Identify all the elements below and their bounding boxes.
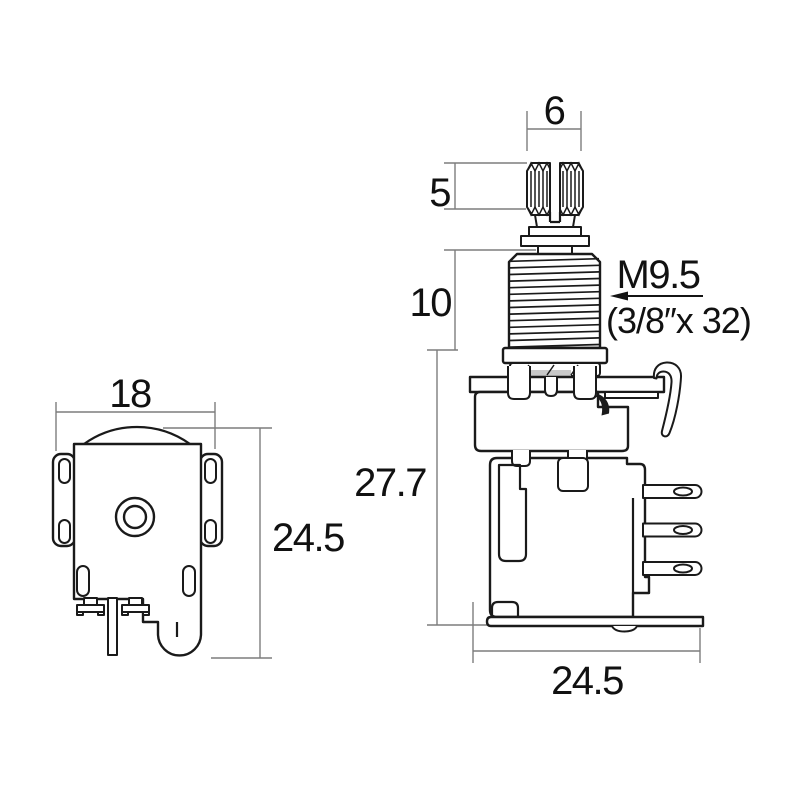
solder-lug-left [76, 597, 105, 616]
shaft-slot-gap [549, 212, 561, 222]
switch-plunger-channel [497, 463, 528, 563]
dim-label-back-height: 24.5 [272, 516, 344, 560]
terminal-hole [673, 525, 693, 535]
ear-slot [58, 519, 71, 544]
dimension-labels: 18 24.5 6 5 10 27.7 24.5 M9.5 (3/8″x 32) [109, 89, 752, 703]
casing-claw-tab-left [507, 366, 531, 400]
lug-toe [97, 611, 105, 616]
lug-foot [76, 604, 105, 613]
shaft-slot [548, 212, 562, 224]
housing-dome-arc [83, 425, 191, 445]
back-view [51, 425, 224, 657]
center-hold-tab [544, 377, 558, 397]
center-pin [107, 597, 118, 656]
thread-spec-metric: M9.5 [617, 253, 700, 297]
switch-base-detail [490, 600, 520, 617]
thread-lines [509, 257, 600, 348]
dim-label-shaft-width: 6 [544, 89, 565, 133]
bushing-base-flange [501, 346, 609, 365]
dim-label-side-height: 27.7 [354, 461, 426, 505]
rivet-slot-left [76, 565, 90, 597]
back-plate-body [72, 442, 203, 657]
knurl-texture [526, 161, 584, 217]
casing-claw-tab-right [573, 366, 597, 400]
shaft-collar-1 [528, 226, 582, 237]
washer-shadow [531, 370, 571, 376]
ear-slot [58, 458, 71, 484]
dim-label-base-width: 24.5 [551, 659, 623, 703]
leader-arrowhead-icon [610, 291, 628, 301]
can-to-switch-tab [511, 450, 531, 467]
top-mounting-plate [468, 375, 666, 394]
ear-slot [204, 458, 217, 484]
lug-toe [142, 611, 150, 616]
base-bracket-plate [485, 615, 705, 628]
switch-inner-pocket [557, 457, 589, 492]
dimension-annotations [55, 111, 703, 663]
ground-spring-wire [652, 361, 683, 438]
dim-label-bushing-length: 10 [410, 281, 452, 325]
bent-tab-edge [595, 394, 610, 416]
thread-spec-imperial: (3/8″x 32) [606, 300, 751, 341]
side-view [468, 161, 705, 633]
shaft-collar-2 [520, 235, 590, 247]
dim-label-back-width: 18 [109, 372, 151, 416]
ground-tab-bar [604, 391, 659, 399]
rivet-slot-right [182, 565, 196, 597]
lug-foot [121, 604, 150, 613]
washer-wave [546, 364, 555, 376]
terminal-lugs [642, 484, 703, 576]
base-plate-tab [611, 625, 638, 633]
lug-toe [121, 611, 129, 616]
lug-toe [76, 611, 84, 616]
terminal-hole [673, 486, 693, 497]
solder-lug-right [121, 597, 150, 616]
terminal-hole [673, 563, 693, 574]
dim-label-knurl-height: 5 [429, 171, 450, 215]
ear-slot [204, 519, 217, 544]
shaft-bushing-inner-ring [122, 504, 148, 530]
pot-can-body [473, 390, 630, 453]
